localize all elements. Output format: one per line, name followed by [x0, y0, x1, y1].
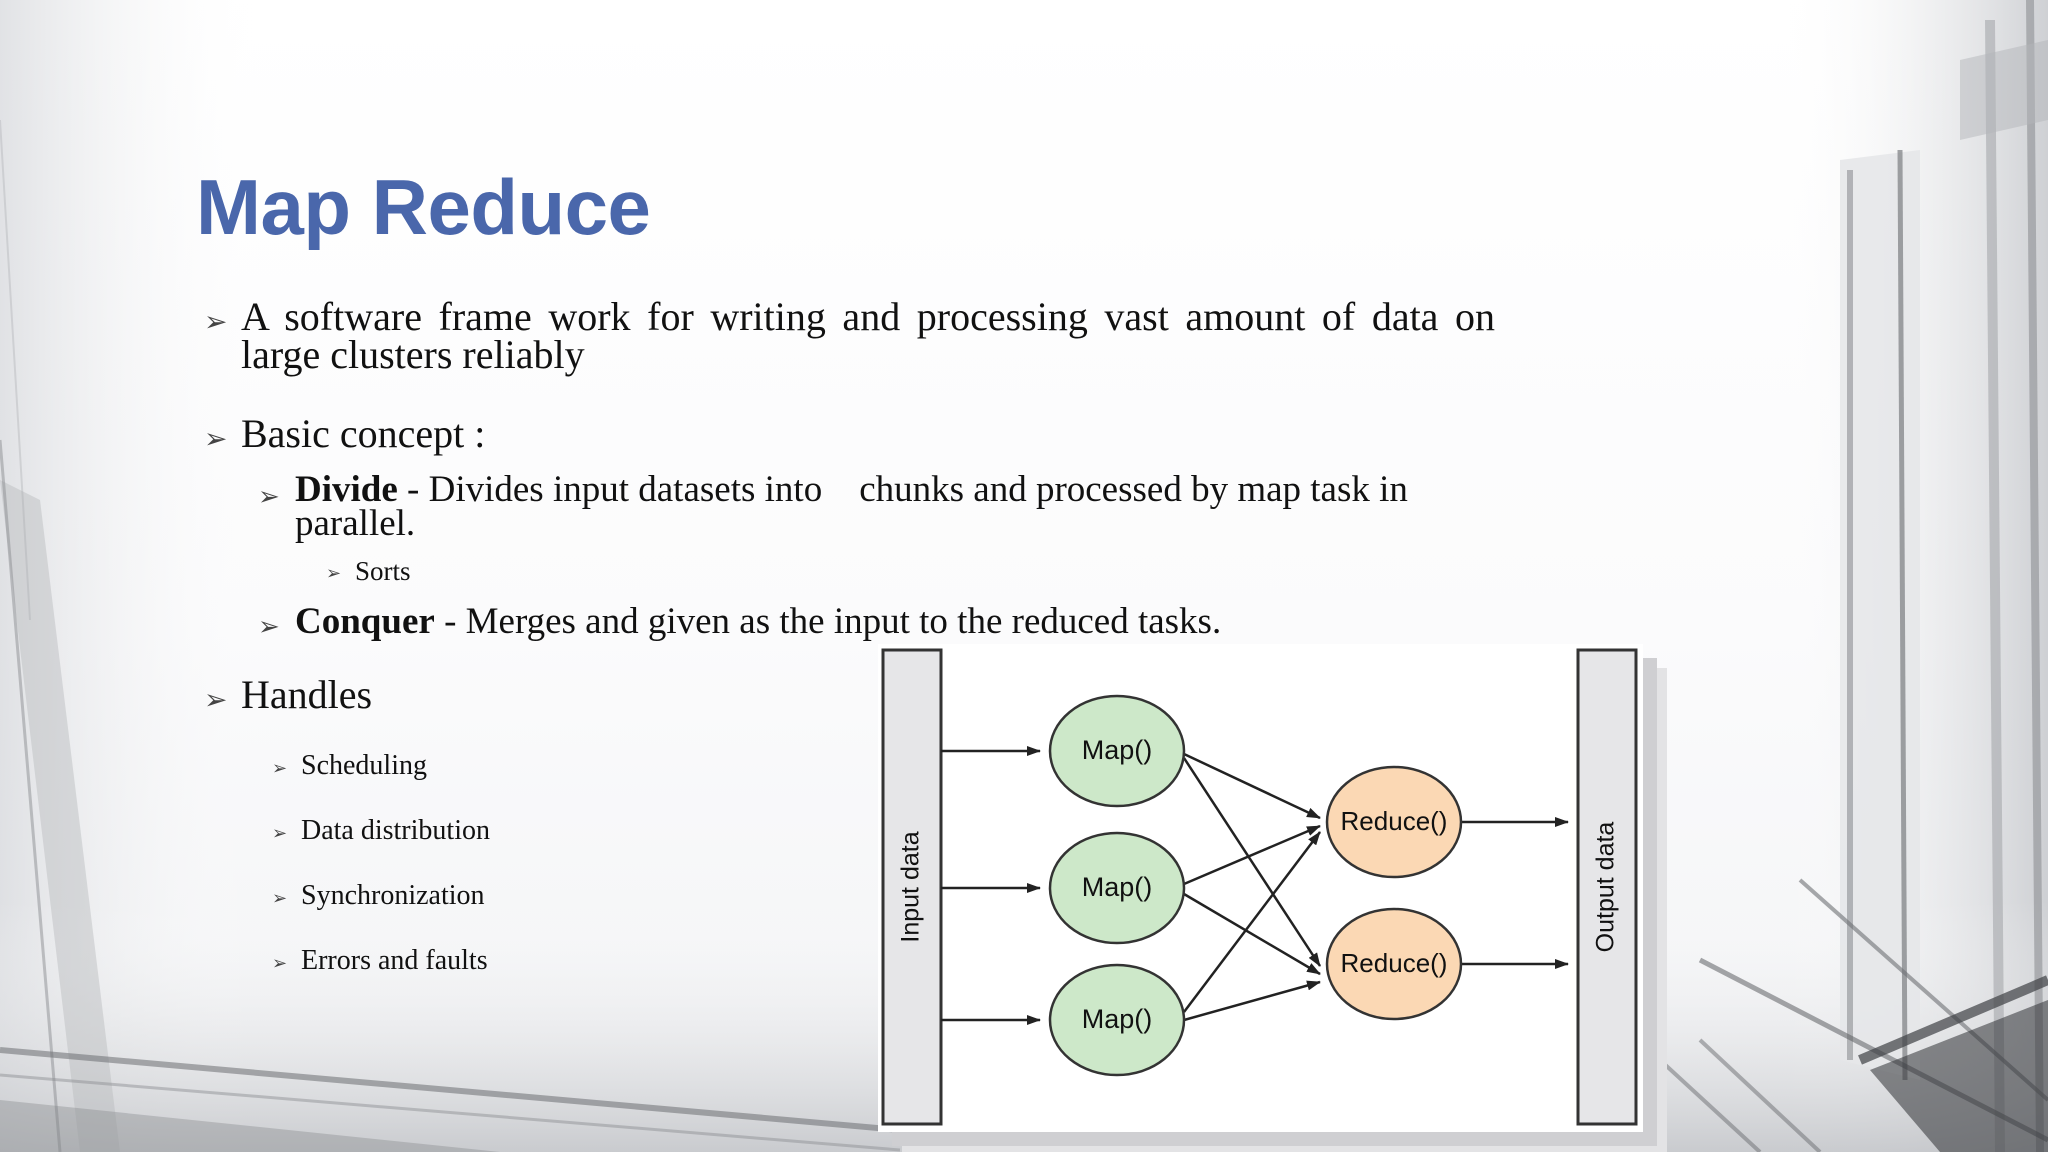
bullet-handles: Handles	[241, 672, 373, 717]
bullet-arrow-icon: ➢	[326, 563, 342, 584]
input-data-bar	[881, 648, 943, 1126]
map-node	[1048, 963, 1186, 1077]
map-reduce-arrow	[1183, 980, 1321, 1022]
bullet-arrow-icon: ➢	[258, 612, 280, 642]
reduce-node-label: Reduce()	[1341, 806, 1448, 836]
bullet-basic-concept: Basic concept :	[241, 411, 486, 456]
mapreduce-diagram-svg: Input data Output data Map() Map()	[881, 648, 1638, 1126]
map-node-label: Map()	[1082, 1004, 1153, 1034]
reduce-node	[1325, 765, 1463, 879]
conquer-term: Conquer	[295, 601, 435, 642]
map-reduce-arrow	[1183, 752, 1321, 820]
bullet-arrow-icon: ➢	[272, 758, 288, 779]
reduce-node-label: Reduce()	[1341, 948, 1448, 978]
bullet-software-framework: A software frame work for writing and pr…	[241, 294, 1495, 377]
handles-item-errors-faults: Errors and faults	[301, 945, 488, 976]
bullet-arrow-icon: ➢	[258, 482, 280, 512]
map-reduce-arrow	[1183, 892, 1321, 976]
bullet-arrow-icon: ➢	[272, 953, 288, 974]
bullet-divide: Divide - Divides input datasets into chu…	[295, 471, 1495, 542]
map-node	[1048, 831, 1186, 945]
bullet-arrow-icon: ➢	[204, 683, 228, 716]
bullet-arrow-icon: ➢	[272, 823, 288, 844]
handles-item-scheduling: Scheduling	[301, 750, 427, 781]
map-reduce-arrow	[1183, 831, 1321, 1013]
divide-description: - Divides input datasets into chunks and…	[295, 469, 1418, 544]
handles-item-data-distribution: Data distribution	[301, 815, 490, 846]
map-node	[1048, 694, 1186, 808]
bullet-arrow-icon: ➢	[272, 888, 288, 909]
input-data-label: Input data	[897, 831, 925, 942]
slide-title: Map Reduce	[196, 163, 651, 251]
output-data-bar	[1576, 648, 1638, 1126]
handles-item-synchronization: Synchronization	[301, 880, 485, 911]
map-node-label: Map()	[1082, 735, 1153, 765]
divide-term: Divide	[295, 469, 398, 510]
bullet-arrow-icon: ➢	[204, 422, 228, 455]
mapreduce-diagram: Input data Output data Map() Map()	[878, 644, 1643, 1132]
map-reduce-arrow	[1182, 757, 1322, 967]
bullet-conquer: Conquer - Merges and given as the input …	[295, 603, 1221, 640]
conquer-description: - Merges and given as the input to the r…	[434, 601, 1222, 642]
reduce-node	[1325, 907, 1463, 1021]
map-node-label: Map()	[1082, 872, 1153, 902]
output-data-label: Output data	[1592, 822, 1620, 953]
bullet-sorts: Sorts	[355, 556, 411, 586]
bullet-arrow-icon: ➢	[204, 305, 228, 338]
map-reduce-arrow	[1183, 824, 1321, 886]
